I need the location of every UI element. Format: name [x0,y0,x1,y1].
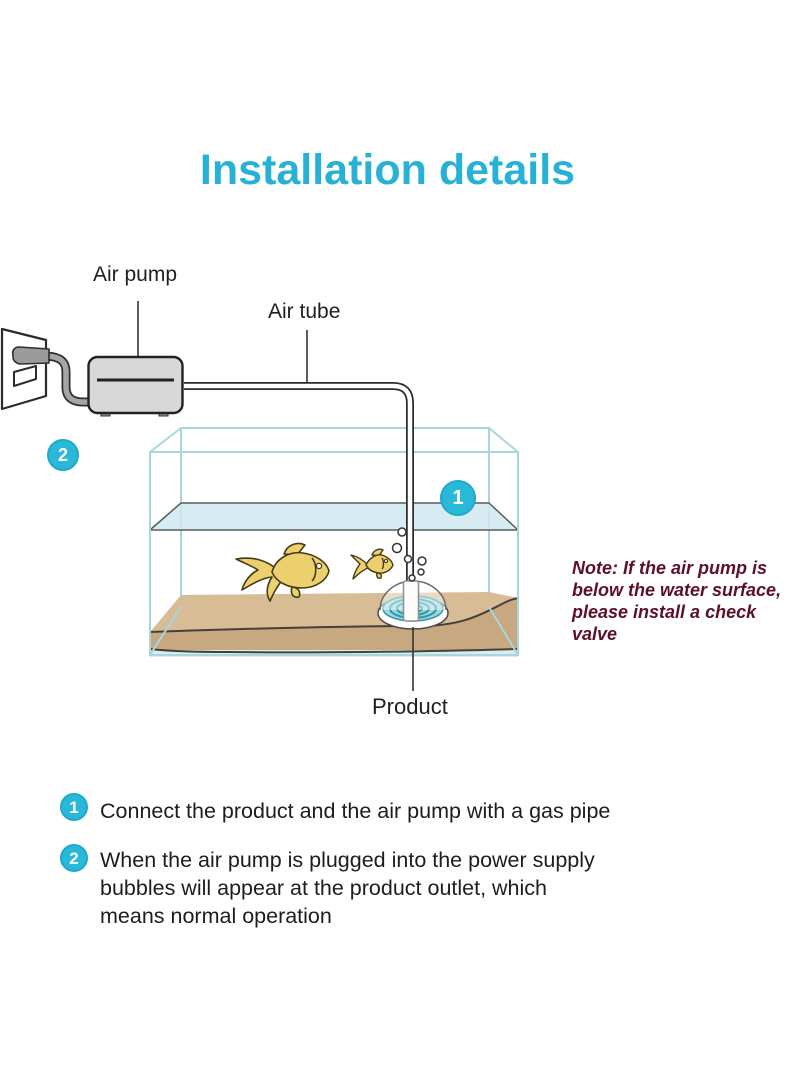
goldfish-small-icon [350,548,394,580]
note-line: please install a check [572,602,757,622]
fish-tank-front [149,427,519,656]
sand-substrate [149,592,519,657]
air-tube-label: Air tube [268,300,341,323]
air-stone-connector [402,580,420,622]
diagram-step-badge-2: 2 [47,439,79,471]
diagram-step-badge-1: 1 [440,480,476,516]
wall-outlet-icon [0,327,48,411]
instruction-line: bubbles will appear at the product outle… [100,876,547,900]
power-cable-icon [11,346,95,407]
installation-diagram [0,301,519,691]
note-line: valve [572,624,618,644]
instruction-line: means normal operation [100,904,332,928]
instruction-text-2: When the air pump is plugged into the po… [100,846,595,930]
air-pump-device [87,355,184,417]
note-line: below the water surface, [572,580,782,600]
instruction-line: When the air pump is plugged into the po… [100,848,595,872]
power-plug-icon [11,346,50,365]
fish-tank-back [180,427,490,608]
instruction-line: Connect the product and the air pump wit… [100,799,611,823]
air-stone-dome [379,580,447,611]
goldfish-large-icon [235,542,330,602]
instruction-badge-1: 1 [60,793,88,821]
air-stone-product [377,580,449,630]
instruction-text-1: Connect the product and the air pump wit… [100,797,610,825]
bubbles-icon [391,527,427,582]
air-tube-pipe [184,382,420,622]
air-pump-label: Air pump [93,263,178,286]
product-label: Product [372,694,448,719]
check-valve-note: Note: If the air pump is below the water… [572,557,781,645]
instruction-badge-2: 2 [60,844,88,872]
note-line: Note: If the air pump is [572,558,768,578]
page-title: Installation details [199,146,576,194]
